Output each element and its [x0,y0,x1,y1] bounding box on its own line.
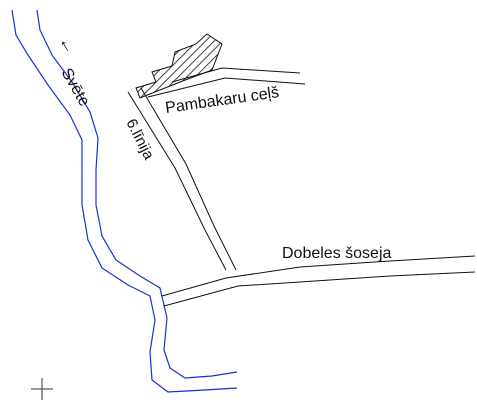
hatched-building-icon [135,33,223,99]
river-label: Svēte [58,66,93,110]
river-right-bank [36,9,238,379]
road-linija [127,87,237,271]
road-label-dobeles: Dobeles šoseja [282,245,392,262]
road-label-linija: 6.līnija [122,116,157,163]
crosshair-icon [31,378,53,400]
river-svete [11,9,238,393]
river-left-bank [11,9,238,393]
road-dobeles [161,255,476,307]
river-flow-arrow: ← [55,32,81,58]
